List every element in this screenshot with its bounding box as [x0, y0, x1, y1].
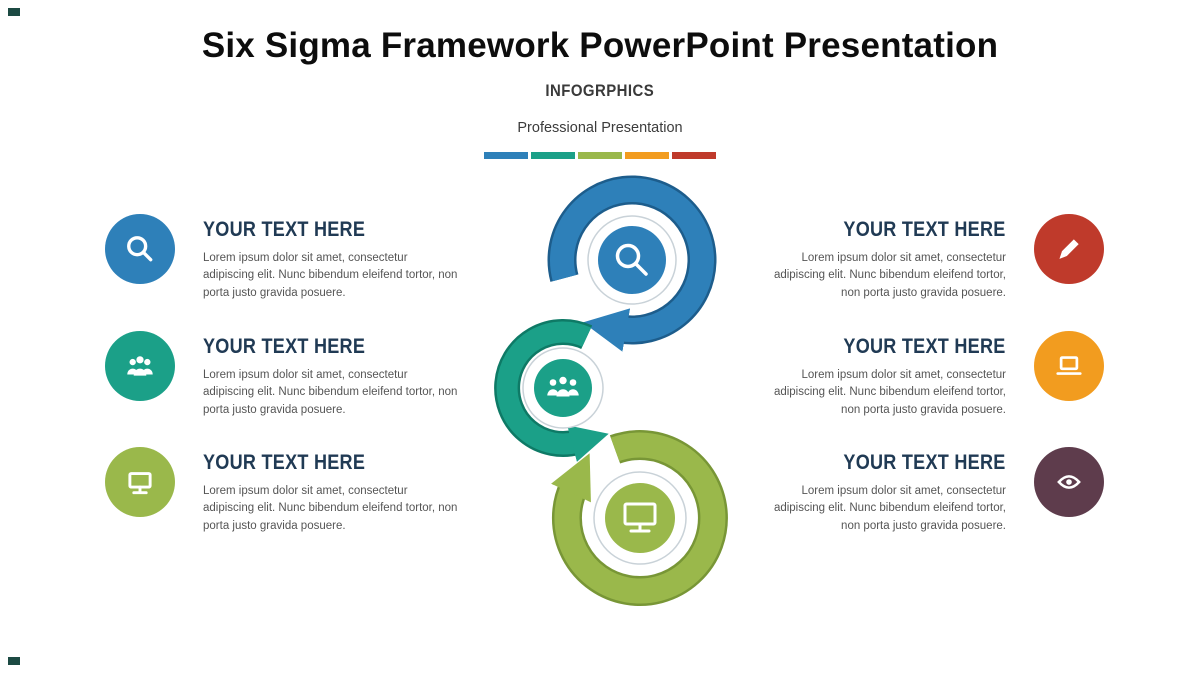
item-copy: YOUR TEXT HERE Lorem ipsum dolor sit ame…: [760, 443, 1006, 535]
infographics-label-text: INFOGRPHICS: [545, 81, 655, 100]
item-badge: [105, 447, 175, 517]
item-body: Lorem ipsum dolor sit amet, consectetur …: [203, 485, 458, 532]
item-heading-text: YOUR TEXT HERE: [843, 218, 1006, 241]
step-circle-team: [522, 347, 604, 429]
divider-dash-orange: [625, 152, 669, 159]
tagline: Professional Presentation: [517, 120, 683, 136]
step-circle-search: [587, 215, 677, 305]
item-copy: YOUR TEXT HERE Lorem ipsum dolor sit ame…: [203, 327, 458, 419]
item-badge: [1034, 447, 1104, 517]
blue-arrow-ring: [547, 175, 717, 352]
item-heading: YOUR TEXT HERE: [760, 451, 1006, 475]
left-item-3: YOUR TEXT HERE Lorem ipsum dolor sit ame…: [105, 443, 465, 535]
left-item-2: YOUR TEXT HERE Lorem ipsum dolor sit ame…: [105, 327, 465, 419]
item-heading: YOUR TEXT HERE: [760, 335, 1006, 359]
laptop-icon: [1056, 356, 1082, 375]
magnifier-icon: [615, 243, 648, 276]
item-copy: YOUR TEXT HERE Lorem ipsum dolor sit ame…: [203, 210, 458, 302]
divider-dash-teal: [531, 152, 575, 159]
item-copy: YOUR TEXT HERE Lorem ipsum dolor sit ame…: [760, 210, 1006, 302]
right-item-2: YOUR TEXT HERE Lorem ipsum dolor sit ame…: [760, 327, 1110, 419]
item-heading-text: YOUR TEXT HERE: [843, 335, 1006, 358]
right-item-1: YOUR TEXT HERE Lorem ipsum dolor sit ame…: [760, 210, 1110, 302]
team-icon: [127, 356, 153, 376]
item-body: Lorem ipsum dolor sit amet, consectetur …: [773, 485, 1006, 532]
item-copy: YOUR TEXT HERE Lorem ipsum dolor sit ame…: [203, 443, 458, 535]
green-arrow-ring: [551, 430, 728, 606]
step-circle-monitor: [593, 471, 687, 565]
item-body: Lorem ipsum dolor sit amet, consectetur …: [773, 252, 1006, 299]
item-heading-text: YOUR TEXT HERE: [203, 218, 366, 241]
process-diagram: [494, 175, 728, 606]
item-badge: [105, 214, 175, 284]
item-heading: YOUR TEXT HERE: [203, 335, 458, 359]
divider-dash-red: [672, 152, 716, 159]
eye-icon: [1057, 475, 1081, 489]
team-icon: [547, 376, 579, 397]
pencil-icon: [1059, 239, 1079, 259]
item-body: Lorem ipsum dolor sit amet, consectetur …: [203, 252, 458, 299]
right-item-3: YOUR TEXT HERE Lorem ipsum dolor sit ame…: [760, 443, 1110, 535]
color-divider: [484, 152, 716, 159]
corner-mark-top-left: [8, 8, 20, 16]
item-copy: YOUR TEXT HERE Lorem ipsum dolor sit ame…: [760, 327, 1006, 419]
item-heading: YOUR TEXT HERE: [203, 451, 458, 475]
item-body: Lorem ipsum dolor sit amet, consectetur …: [773, 369, 1006, 416]
item-heading-text: YOUR TEXT HERE: [843, 451, 1006, 474]
divider-dash-green: [578, 152, 622, 159]
left-item-1: YOUR TEXT HERE Lorem ipsum dolor sit ame…: [105, 210, 465, 302]
corner-mark-bottom-left: [8, 657, 20, 665]
item-heading: YOUR TEXT HERE: [760, 218, 1006, 242]
item-badge: [1034, 214, 1104, 284]
item-heading-text: YOUR TEXT HERE: [203, 451, 366, 474]
item-heading-text: YOUR TEXT HERE: [203, 335, 366, 358]
item-badge: [1034, 331, 1104, 401]
magnifier-icon: [127, 236, 153, 262]
item-badge: [105, 331, 175, 401]
monitor-icon: [623, 502, 657, 533]
teal-arrow-ring: [494, 319, 609, 462]
item-heading: YOUR TEXT HERE: [203, 218, 458, 242]
monitor-icon: [128, 472, 152, 495]
page-title: Six Sigma Framework PowerPoint Presentat…: [201, 26, 999, 65]
infographics-label: INFOGRPHICS: [0, 81, 1200, 101]
item-body: Lorem ipsum dolor sit amet, consectetur …: [203, 369, 458, 416]
divider-dash-blue: [484, 152, 528, 159]
